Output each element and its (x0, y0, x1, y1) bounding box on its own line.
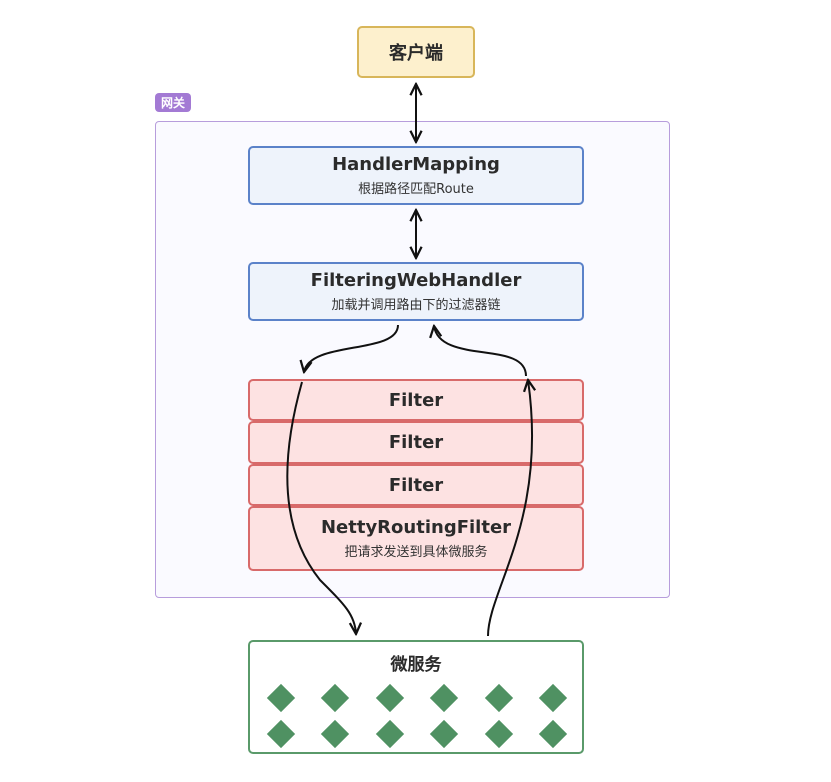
netty-routing-filter-subtitle: 把请求发送到具体微服务 (344, 545, 488, 560)
service-instance-icon (429, 683, 459, 713)
microservices-title: 微服务 (390, 655, 442, 675)
service-instance-icon (375, 683, 405, 713)
filtering-web-handler-subtitle: 加载并调用路由下的过滤器链 (331, 298, 501, 313)
service-instance-icon (429, 719, 459, 749)
filter-title: Filter (388, 432, 444, 453)
service-instance-icon (320, 719, 350, 749)
filter-title: Filter (388, 389, 444, 411)
gateway-label: 网关 (155, 93, 191, 112)
handler-mapping-node[interactable]: HandlerMapping 根据路径匹配Route (248, 146, 584, 205)
service-instance-icon (538, 683, 568, 713)
handler-mapping-title: HandlerMapping (332, 154, 500, 175)
handler-mapping-subtitle: 根据路径匹配Route (358, 182, 474, 197)
client-node[interactable]: 客户端 (357, 26, 475, 78)
service-instance-icon (538, 719, 568, 749)
microservices-node[interactable]: 微服务 (248, 640, 584, 754)
service-instance-icon (266, 719, 296, 749)
filter-node[interactable]: Filter (248, 379, 584, 421)
filtering-web-handler-node[interactable]: FilteringWebHandler 加载并调用路由下的过滤器链 (248, 262, 584, 321)
service-instance-icon (484, 683, 514, 713)
filter-title: Filter (388, 474, 444, 496)
service-instances (250, 642, 582, 752)
service-instance-icon (484, 719, 514, 749)
service-instance-icon (320, 683, 350, 713)
filtering-web-handler-title: FilteringWebHandler (310, 270, 522, 291)
filter-node[interactable]: Filter (248, 421, 584, 464)
service-instance-icon (266, 683, 296, 713)
client-label: 客户端 (389, 43, 443, 64)
filter-node[interactable]: Filter (248, 464, 584, 506)
service-instance-icon (375, 719, 405, 749)
netty-routing-filter-title: NettyRoutingFilter (320, 517, 512, 538)
netty-routing-filter-node[interactable]: NettyRoutingFilter 把请求发送到具体微服务 (248, 506, 584, 571)
